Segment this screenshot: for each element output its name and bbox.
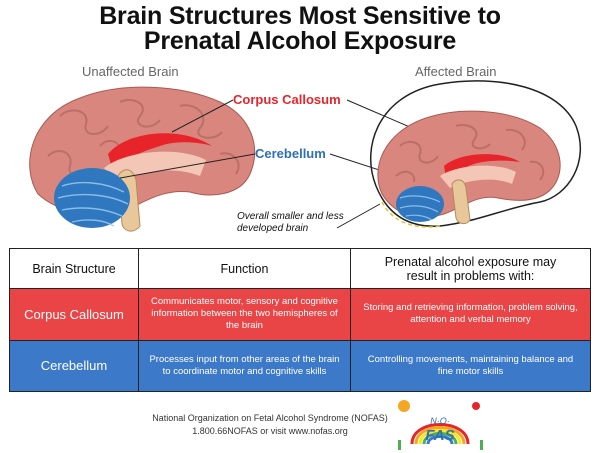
- affected-brain-illustration: [369, 80, 581, 228]
- cell-structure: Corpus Callosum: [9, 288, 139, 341]
- corpus-callosum-label: Corpus Callosum: [233, 92, 341, 107]
- footer: National Organization on Fetal Alcohol S…: [100, 412, 440, 438]
- page-title: Brain Structures Most Sensitive to Prena…: [0, 4, 600, 54]
- cell-problems: Storing and retrieving information, prob…: [350, 288, 591, 341]
- cerebellum-label: Cerebellum: [255, 146, 326, 161]
- unaffected-brain-illustration: [29, 86, 255, 232]
- cell-function: Processes input from other areas of the …: [138, 339, 351, 393]
- footer-organization: National Organization on Fetal Alcohol S…: [152, 413, 388, 423]
- header-function: Function: [138, 247, 351, 290]
- header-problems: Prenatal alcohol exposure may result in …: [350, 247, 591, 290]
- nofas-logo: N·O· FAS: [398, 400, 483, 450]
- affected-brain-caption: Affected Brain: [415, 64, 497, 79]
- cell-problems: Controlling movements, maintaining balan…: [350, 339, 591, 393]
- cell-function: Communicates motor, sensory and cognitiv…: [138, 288, 351, 341]
- table-row-corpus-callosum: Corpus Callosum Communicates motor, sens…: [9, 288, 591, 341]
- smaller-brain-note: Overall smaller and less developed brain: [237, 211, 344, 234]
- cerebellum-shape: [54, 168, 130, 228]
- corpus-callosum-shape: [108, 133, 212, 168]
- brain-diagram: [29, 80, 581, 232]
- cell-structure: Cerebellum: [9, 339, 139, 393]
- logo-text-top: N·O·: [430, 416, 450, 426]
- table-header-row: Brain Structure Function Prenatal alcoho…: [9, 247, 591, 290]
- footer-contact: 1.800.66NOFAS or visit www.nofas.org: [192, 426, 348, 436]
- unaffected-brain-caption: Unaffected Brain: [82, 64, 179, 79]
- brain-structure-table: Brain Structure Function Prenatal alcoho…: [9, 247, 591, 393]
- table-row-cerebellum: Cerebellum Processes input from other ar…: [9, 339, 591, 393]
- title-line-1: Brain Structures Most Sensitive to: [99, 2, 501, 30]
- header-brain-structure: Brain Structure: [9, 247, 139, 290]
- title-line-2: Prenatal Alcohol Exposure: [143, 27, 457, 55]
- logo-text-main: FAS: [425, 427, 454, 444]
